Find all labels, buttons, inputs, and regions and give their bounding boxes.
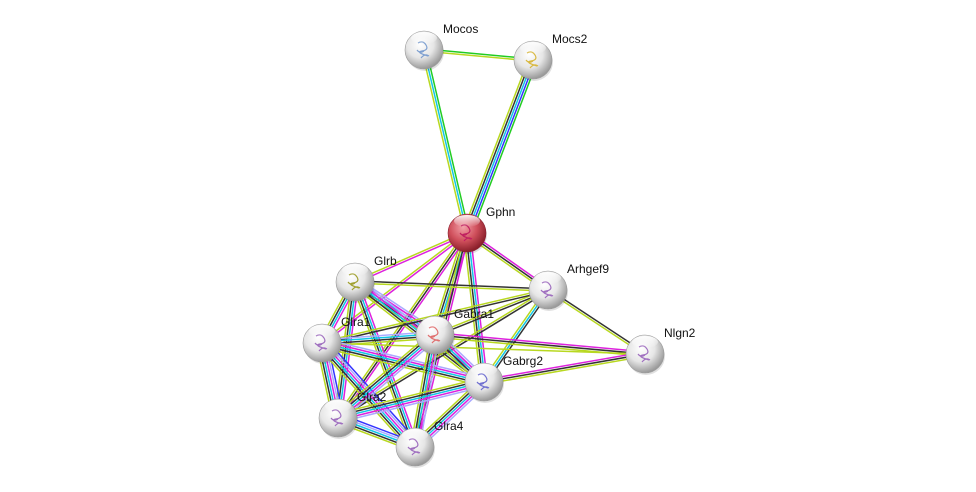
- evidence-line-experiments: [338, 383, 485, 421]
- evidence-line-textmining: [321, 342, 646, 355]
- node-highlight: [309, 325, 335, 337]
- evidence-line-coexpression: [548, 288, 647, 354]
- evidence-line-textmining: [462, 233, 482, 383]
- node-label: Arhgef9: [567, 262, 609, 276]
- node-highlight: [471, 364, 497, 376]
- evidence-line-database: [466, 59, 534, 234]
- nodes-layer: MocosMocs2GphnGlrbArhgef9Gabra1Glra1Nlgn…: [302, 22, 696, 468]
- edge-arhgef9-nlgn2[interactable]: [546, 288, 647, 356]
- evidence-line-database: [337, 334, 436, 419]
- evidence-line-neighborhood: [425, 49, 470, 233]
- edge-arhgef9-gabra1[interactable]: [434, 288, 549, 337]
- edge-gphn-glrb[interactable]: [354, 231, 468, 284]
- evidence-line-textmining: [334, 331, 433, 416]
- evidence-line-coexpression: [353, 282, 415, 448]
- edge-glra1-nlgn2[interactable]: [321, 342, 646, 355]
- evidence-line-coexpression: [435, 290, 549, 337]
- evidence-line-database: [337, 381, 485, 419]
- node-gphn[interactable]: Gphn: [447, 205, 515, 254]
- node-glrb[interactable]: Glrb: [335, 254, 397, 303]
- node-label: Glra2: [357, 390, 387, 404]
- evidence-line-textmining: [354, 282, 548, 292]
- evidence-line-textmining: [337, 288, 548, 418]
- evidence-line-coexpression: [464, 58, 532, 233]
- node-label: Mocos: [443, 22, 478, 36]
- evidence-line-textmining: [351, 282, 413, 449]
- evidence-line-textmining: [354, 231, 467, 282]
- evidence-line-database: [355, 281, 417, 447]
- evidence-line-coexpression: [336, 332, 435, 417]
- evidence-line-coexpression: [336, 281, 355, 418]
- evidence-line-coexpression: [355, 280, 549, 290]
- node-label: Gabrg2: [503, 354, 543, 368]
- node-highlight: [411, 32, 437, 44]
- evidence-line-textmining: [321, 288, 548, 343]
- node-mocs2[interactable]: Mocs2: [513, 32, 588, 81]
- evidence-line-textmining: [546, 290, 645, 356]
- node-label: Gabra1: [454, 307, 494, 321]
- node-label: Gphn: [486, 205, 515, 219]
- evidence-line-coexpression: [337, 379, 484, 417]
- evidence-line-database: [338, 282, 357, 419]
- evidence-line-textmining: [434, 288, 548, 335]
- evidence-line-textmining: [335, 231, 466, 418]
- evidence-line-textmining: [336, 376, 484, 415]
- node-highlight: [402, 429, 428, 441]
- node-label: Nlgn2: [664, 326, 696, 340]
- evidence-line-coexpression: [483, 353, 646, 383]
- edge-gabrg2-nlgn2[interactable]: [483, 351, 646, 385]
- edge-glrb-arhgef9[interactable]: [354, 280, 549, 292]
- evidence-line-experiments: [355, 233, 468, 284]
- node-highlight: [342, 264, 368, 276]
- evidence-line-textmining: [409, 334, 432, 447]
- evidence-line-database: [423, 49, 468, 234]
- edge-glrb-glra4[interactable]: [351, 280, 419, 449]
- node-highlight: [535, 272, 561, 284]
- edge-arhgef9-glra2[interactable]: [337, 288, 549, 420]
- evidence-line-experiments: [483, 351, 645, 381]
- edge-mocs2-gphn[interactable]: [462, 58, 538, 235]
- node-gabrg2[interactable]: Gabrg2: [464, 354, 543, 403]
- node-label: Mocs2: [552, 32, 588, 46]
- evidence-line-cooccurrence: [468, 60, 536, 235]
- evidence-line-textmining: [421, 50, 466, 234]
- evidence-line-experiments: [435, 332, 646, 353]
- evidence-line-homology: [338, 385, 486, 424]
- evidence-line-experiments: [322, 340, 485, 381]
- node-highlight: [325, 400, 351, 412]
- evidence-line-textmining: [333, 281, 353, 418]
- evidence-line-textmining: [484, 355, 646, 385]
- edge-glra1-gabrg2[interactable]: [320, 337, 486, 388]
- node-nlgn2[interactable]: Nlgn2: [625, 326, 696, 375]
- evidence-line-experiments: [338, 336, 437, 421]
- node-highlight: [454, 215, 480, 227]
- node-gabra1[interactable]: Gabra1: [415, 307, 494, 356]
- evidence-line-homology: [418, 335, 441, 448]
- node-glra1[interactable]: Glra1: [302, 315, 371, 364]
- node-highlight: [632, 336, 658, 348]
- evidence-line-textmining: [462, 58, 530, 232]
- node-label: Glrb: [374, 254, 397, 268]
- node-label: Glra4: [434, 419, 464, 433]
- node-glra2[interactable]: Glra2: [318, 390, 387, 439]
- evidence-line-neighborhood: [470, 61, 538, 235]
- edge-gabra1-glra2[interactable]: [334, 331, 439, 422]
- node-highlight: [422, 317, 448, 329]
- node-glra4[interactable]: Glra4: [395, 419, 464, 468]
- evidence-line-coexpression: [338, 290, 549, 420]
- evidence-line-textmining: [320, 231, 467, 343]
- evidence-line-homology: [340, 337, 439, 422]
- node-arhgef9[interactable]: Arhgef9: [528, 262, 609, 311]
- node-mocos[interactable]: Mocos: [404, 22, 478, 71]
- edge-gabrg2-glra2[interactable]: [336, 376, 486, 424]
- edge-mocos-gphn[interactable]: [421, 49, 470, 234]
- node-highlight: [520, 42, 546, 54]
- evidence-line-coexpression: [434, 334, 646, 355]
- node-label: Glra1: [341, 315, 371, 329]
- evidence-line-coexpression: [321, 344, 484, 385]
